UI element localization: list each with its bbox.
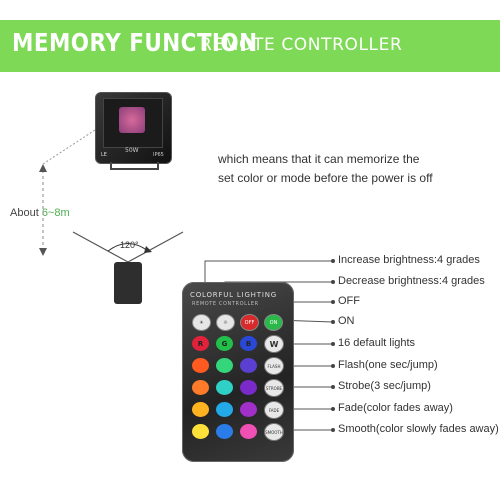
brightness-up-button[interactable]: ☀	[192, 314, 211, 331]
color-key-indigo[interactable]	[240, 358, 257, 373]
blue-button[interactable]: B	[240, 336, 257, 351]
red-button[interactable]: R	[192, 336, 209, 351]
callout-dots	[331, 259, 335, 432]
callout-increase-brightness: Increase brightness:4 grades	[338, 254, 480, 266]
callout-dot	[331, 342, 335, 346]
callout-dot	[331, 259, 335, 263]
color-key-amber[interactable]	[192, 402, 209, 417]
banner-subtitle: REMOTE CONTROLLER	[200, 35, 403, 55]
distance-label: About 6~8m	[10, 207, 70, 219]
color-key-orange-red[interactable]	[192, 358, 209, 373]
remote-subtitle: REMOTE CONTROLLER	[192, 301, 259, 307]
callout-default-lights: 16 default lights	[338, 337, 416, 349]
smooth-button[interactable]: SMOOTH	[264, 423, 284, 441]
angle-line-right	[127, 231, 184, 263]
distance-top-leader	[42, 129, 96, 165]
floodlight-logo: LE	[101, 152, 107, 158]
callout-smooth: Smooth(color slowly fades away)	[338, 423, 499, 435]
callout-dot	[331, 300, 335, 304]
banner-title: MEMORY FUNCTION	[12, 28, 258, 57]
callout-dot	[331, 407, 335, 411]
color-key-purple[interactable]	[240, 380, 257, 395]
distance-value: 6~8m	[41, 207, 70, 219]
header-banner: MEMORY FUNCTION REMOTE CONTROLLER	[0, 20, 500, 72]
brightness-down-button[interactable]: ☼	[216, 314, 235, 331]
callout-dot	[331, 280, 335, 284]
color-key-violet[interactable]	[240, 402, 257, 417]
green-button[interactable]: G	[216, 336, 233, 351]
angle-line-left	[72, 231, 129, 263]
fade-button[interactable]: FADE	[264, 401, 284, 419]
color-key-pink[interactable]	[240, 424, 257, 439]
callout-decrease-brightness: Decrease brightness:4 grades	[338, 275, 485, 287]
small-remote-image	[114, 262, 142, 304]
description-line-2: set color or mode before the power is of…	[218, 171, 433, 185]
sun-up-icon: ☀	[199, 319, 204, 326]
callout-on: ON	[338, 315, 355, 327]
color-key-orange[interactable]	[192, 380, 209, 395]
callout-dot	[331, 364, 335, 368]
callout-fade: Fade(color fades away)	[338, 402, 453, 414]
sun-down-icon: ☼	[223, 319, 228, 326]
remote-controller: COLORFUL LIGHTING REMOTE CONTROLLER ☀ ☼ …	[182, 282, 294, 462]
strobe-button[interactable]: STROBE	[264, 379, 284, 397]
led-chip	[119, 107, 145, 133]
remote-brand: COLORFUL LIGHTING	[190, 291, 277, 299]
callout-dot	[331, 320, 335, 324]
angle-arc	[107, 243, 149, 252]
distance-arrow-top	[39, 164, 47, 172]
off-button[interactable]: OFF	[240, 314, 259, 331]
floodlight-watt-label: 50W	[125, 147, 139, 154]
callout-dot	[331, 385, 335, 389]
description-line-1: which means that it can memorize the	[218, 152, 420, 166]
callout-strobe: Strobe(3 sec/jump)	[338, 380, 431, 392]
memory-description: which means that it can memorize the set…	[218, 150, 488, 188]
distance-prefix: About	[10, 207, 42, 219]
color-key-yellow[interactable]	[192, 424, 209, 439]
color-key-sky-blue[interactable]	[216, 402, 233, 417]
floodlight-image: 50W LE IP65	[95, 92, 172, 164]
on-button[interactable]: ON	[264, 314, 283, 331]
callout-off: OFF	[338, 295, 360, 307]
color-key-blue[interactable]	[216, 424, 233, 439]
callout-flash: Flash(one sec/jump)	[338, 359, 438, 371]
floodlight-ip-label: IP65	[153, 152, 164, 158]
angle-arc-arrow	[144, 246, 152, 253]
flash-button[interactable]: FLASH	[264, 357, 284, 375]
floodlight-stand	[110, 162, 159, 170]
color-key-light-green[interactable]	[216, 358, 233, 373]
distance-arrow-bottom	[39, 248, 47, 256]
callout-dot	[331, 428, 335, 432]
color-key-cyan[interactable]	[216, 380, 233, 395]
white-button[interactable]: W	[264, 335, 284, 353]
angle-label: 120°	[120, 240, 139, 250]
